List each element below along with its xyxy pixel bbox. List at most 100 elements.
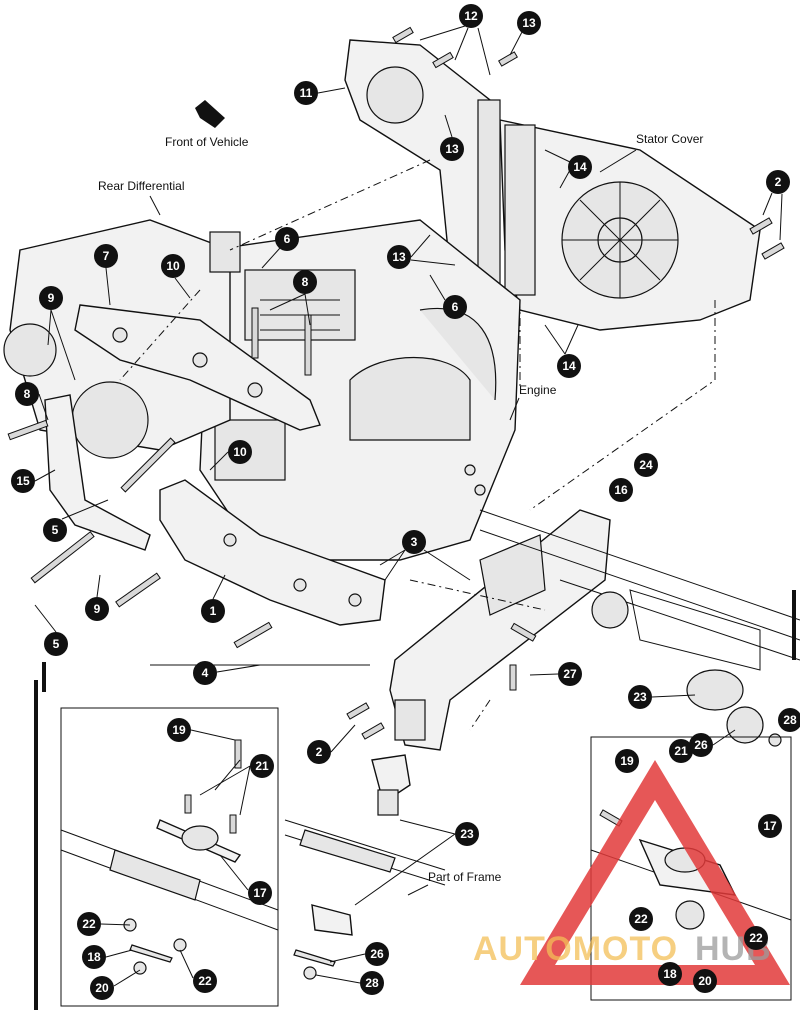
svg-text:2: 2	[775, 175, 782, 189]
callout-3: 3	[402, 530, 426, 554]
callout-8: 8	[293, 270, 317, 294]
svg-text:17: 17	[763, 819, 777, 833]
bolts	[7, 26, 785, 740]
callout-2: 2	[766, 170, 790, 194]
svg-text:8: 8	[302, 275, 309, 289]
svg-text:14: 14	[573, 160, 587, 174]
svg-text:7: 7	[103, 249, 110, 263]
bracket-7-drawing	[74, 304, 321, 431]
svg-text:4: 4	[202, 666, 209, 680]
callout-22: 22	[193, 969, 217, 993]
svg-text:5: 5	[53, 637, 60, 651]
svg-text:21: 21	[255, 759, 269, 773]
callout-8: 8	[15, 382, 39, 406]
callout-10: 10	[228, 440, 252, 464]
dash-lines	[119, 159, 716, 731]
callout-23: 23	[628, 685, 652, 709]
callout-9: 9	[85, 597, 109, 621]
callout-21: 21	[669, 739, 693, 763]
svg-text:8: 8	[24, 387, 31, 401]
svg-text:26: 26	[370, 947, 384, 961]
callout-13: 13	[387, 245, 411, 269]
leader-lines	[34, 25, 783, 987]
callout-21: 21	[250, 754, 274, 778]
callout-14: 14	[557, 354, 581, 378]
callout-7: 7	[94, 244, 118, 268]
svg-text:28: 28	[365, 976, 379, 990]
svg-text:5: 5	[52, 523, 59, 537]
callout-23: 23	[455, 822, 479, 846]
front-arrow-icon	[195, 100, 225, 128]
callout-20: 20	[693, 969, 717, 993]
callout-28: 28	[360, 971, 384, 995]
callout-4: 4	[193, 661, 217, 685]
callout-18: 18	[82, 945, 106, 969]
stator-cover-label: Stator Cover	[636, 132, 703, 146]
svg-text:19: 19	[172, 723, 186, 737]
svg-text:23: 23	[460, 827, 474, 841]
svg-text:6: 6	[284, 232, 291, 246]
svg-text:3: 3	[411, 535, 418, 549]
svg-text:21: 21	[674, 744, 688, 758]
svg-text:28: 28	[783, 713, 797, 727]
front-of-vehicle-label: Front of Vehicle	[165, 135, 249, 149]
svg-text:13: 13	[522, 16, 536, 30]
svg-text:27: 27	[563, 667, 577, 681]
callout-28: 28	[778, 708, 800, 732]
svg-text:6: 6	[452, 300, 459, 314]
callout-22: 22	[744, 926, 768, 950]
callout-15: 15	[11, 469, 35, 493]
svg-text:2: 2	[316, 745, 323, 759]
svg-text:17: 17	[253, 886, 267, 900]
svg-text:10: 10	[166, 259, 180, 273]
svg-text:14: 14	[562, 359, 576, 373]
svg-text:20: 20	[95, 981, 109, 995]
callout-22: 22	[629, 907, 653, 931]
svg-text:12: 12	[464, 9, 478, 23]
callout-19: 19	[167, 718, 191, 742]
svg-text:AUTOMOTO: AUTOMOTO	[473, 930, 678, 968]
svg-text:18: 18	[87, 950, 101, 964]
svg-text:18: 18	[663, 967, 677, 981]
svg-text:20: 20	[698, 974, 712, 988]
callout-18: 18	[658, 962, 682, 986]
callout-27: 27	[558, 662, 582, 686]
part-of-frame-label: Part of Frame	[428, 870, 502, 884]
inset-left-detail	[60, 707, 279, 1007]
callout-11: 11	[294, 81, 318, 105]
svg-text:11: 11	[300, 86, 313, 100]
callout-2: 2	[307, 740, 331, 764]
svg-text:26: 26	[694, 738, 708, 752]
svg-text:22: 22	[634, 912, 648, 926]
frame-rails-drawing	[479, 509, 800, 671]
engine-label: Engine	[519, 383, 557, 397]
svg-text:13: 13	[392, 250, 406, 264]
callout-1: 1	[201, 599, 225, 623]
svg-text:16: 16	[614, 483, 628, 497]
callout-26: 26	[365, 942, 389, 966]
middle-frame-detail	[284, 819, 446, 886]
callouts: 12 13 11 13 14 2 13 6 7 10 8 6 9 14 8 15…	[11, 4, 800, 1000]
automotohub-watermark: AUTOMOTO HUB	[473, 760, 790, 985]
svg-text:22: 22	[198, 974, 212, 988]
callout-20: 20	[90, 976, 114, 1000]
svg-text:22: 22	[82, 917, 96, 931]
svg-text:1: 1	[210, 604, 217, 618]
svg-text:13: 13	[445, 142, 459, 156]
callout-22: 22	[77, 912, 101, 936]
svg-text:23: 23	[633, 690, 647, 704]
callout-24: 24	[634, 453, 658, 477]
svg-text:19: 19	[620, 754, 634, 768]
bracket-15-drawing	[44, 394, 151, 551]
bracket-1-drawing	[159, 479, 386, 626]
callout-9: 9	[39, 286, 63, 310]
svg-text:9: 9	[94, 602, 101, 616]
callout-12: 12	[459, 4, 483, 28]
callout-5: 5	[44, 632, 68, 656]
callout-14: 14	[568, 155, 592, 179]
callout-10: 10	[161, 254, 185, 278]
callout-6: 6	[275, 227, 299, 251]
callout-13: 13	[440, 137, 464, 161]
